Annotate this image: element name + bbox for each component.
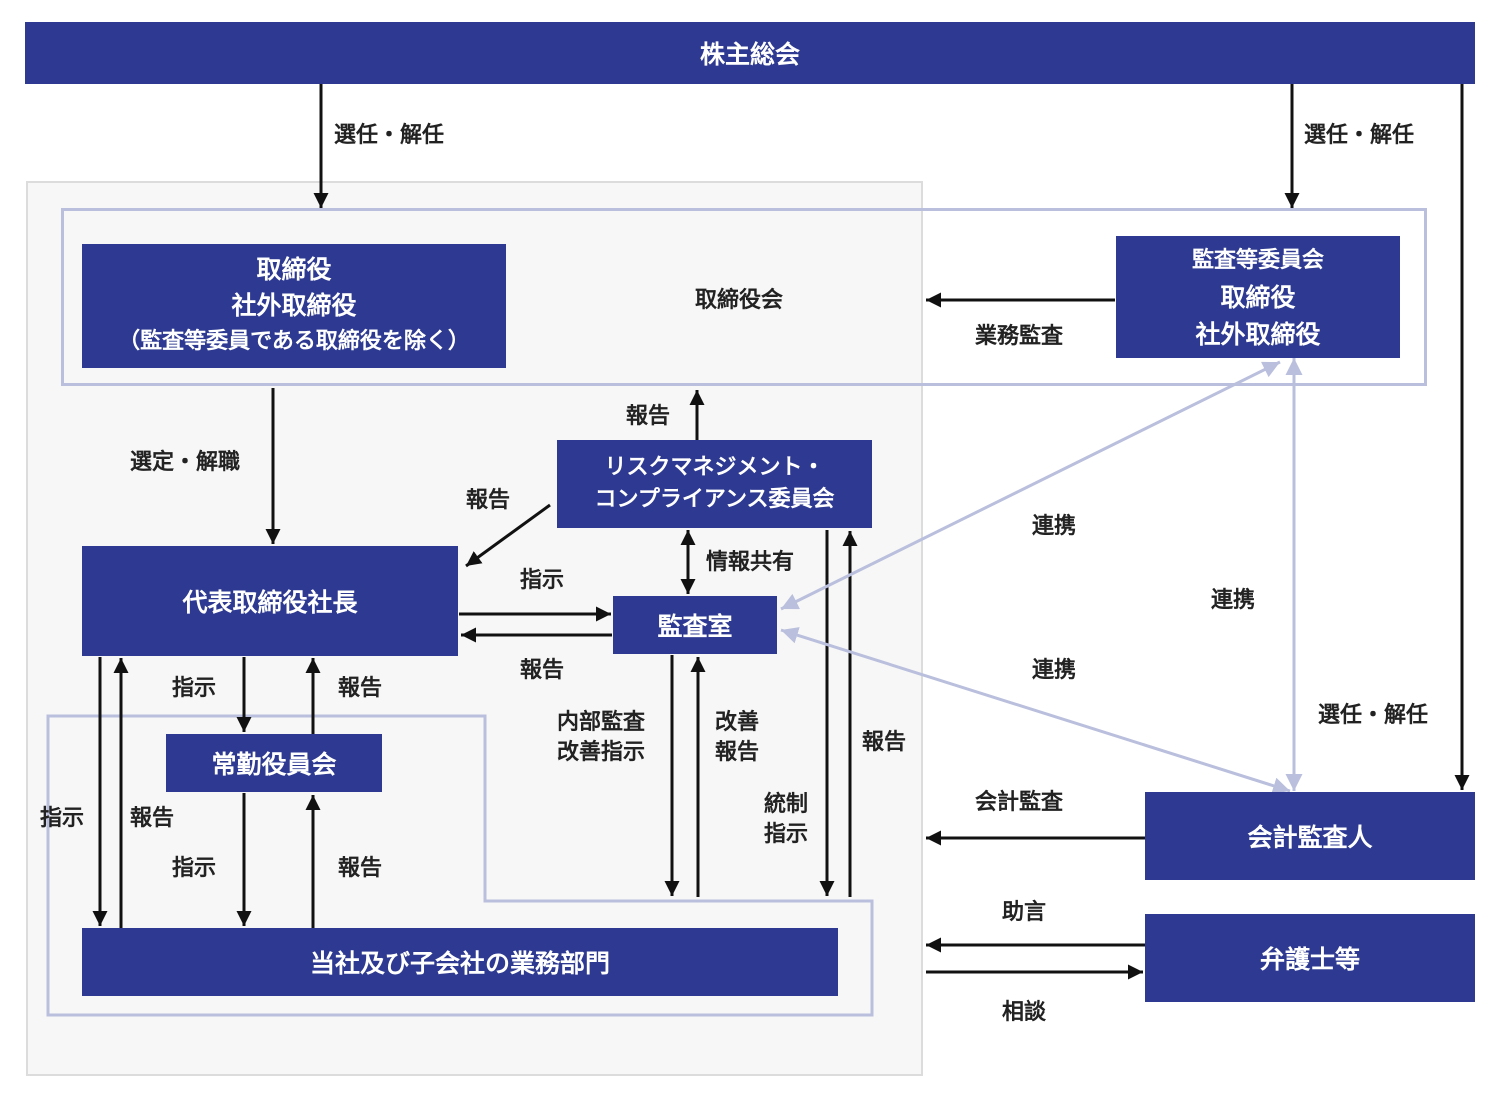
report-units-risk-label: 報告 (862, 730, 907, 755)
elect-dismiss-accounting-label: 選任・解任 (1318, 703, 1429, 728)
internal-audit-label: 内部監査 改善指示 (557, 708, 645, 768)
executive-committee-label: 常勤役員会 (211, 750, 337, 779)
arrow-cooperation-audit-office (780, 360, 1281, 611)
report-risk-president-label: 報告 (466, 488, 511, 513)
improvement-report-line-1: 改善 (715, 710, 760, 735)
directors-line-1: 取締役 (256, 255, 332, 284)
improvement-report-line-2: 報告 (715, 740, 760, 765)
report-audit-office-label: 報告 (520, 658, 565, 683)
instruct-units-label: 指示 (172, 856, 217, 881)
cooperation-accounting-office-label: 連携 (1032, 658, 1077, 683)
internal-audit-line-2: 改善指示 (557, 740, 646, 765)
report-units-label: 報告 (338, 856, 383, 881)
audit-committee-line-1: 監査等委員会 (1191, 247, 1324, 273)
lawyers-label: 弁護士等 (1259, 945, 1360, 974)
risk-committee-line-2: コンプライアンス委員会 (594, 487, 835, 512)
business-audit-label: 業務監査 (975, 324, 1064, 349)
president-box: 代表取締役社長 (82, 546, 458, 656)
shareholders-meeting-box: 株主総会 (25, 22, 1475, 84)
arrow-risk-report-president (465, 503, 551, 568)
president-label: 代表取締役社長 (182, 588, 358, 617)
executive-committee-box: 常勤役員会 (166, 734, 382, 792)
cooperation-auditor-committee-label: 連携 (1211, 588, 1256, 613)
directors-line-3: （監査等委員である取締役を除く） (118, 329, 470, 354)
board-outline (61, 208, 1427, 386)
info-sharing-label: 情報共有 (706, 550, 795, 575)
audit-office-box: 監査室 (613, 596, 777, 654)
business-units-label: 当社及び子会社の業務部門 (309, 949, 610, 978)
lawyers-box: 弁護士等 (1145, 914, 1475, 1002)
accounting-audit-label: 会計監査 (975, 790, 1064, 815)
accounting-auditor-box: 会計監査人 (1145, 792, 1475, 880)
select-dismiss-president-label: 選定・解職 (130, 450, 241, 475)
board-label: 取締役会 (695, 288, 784, 313)
audit-committee-box: 監査等委員会 取締役 社外取締役 (1116, 236, 1400, 358)
improvement-report-label: 改善 報告 (715, 708, 759, 768)
instruct-audit-office-label: 指示 (520, 568, 565, 593)
control-instruction-line-2: 指示 (764, 822, 809, 847)
directors-box: 取締役 社外取締役 （監査等委員である取締役を除く） (82, 244, 506, 368)
control-instruction-label: 統制 指示 (764, 790, 808, 850)
instruct-exec-label: 指示 (172, 676, 217, 701)
executive-outline (46, 714, 874, 1017)
report-outer-label: 報告 (130, 806, 175, 831)
internal-audit-line-1: 内部監査 (557, 710, 646, 735)
instruct-outer-label: 指示 (40, 806, 85, 831)
risk-committee-line-1: リスクマネジメント・ (604, 455, 825, 480)
control-instruction-line-1: 統制 (764, 792, 809, 817)
advice-label: 助言 (1002, 900, 1047, 925)
elect-dismiss-audit-label: 選任・解任 (1304, 123, 1415, 148)
report-exec-label: 報告 (338, 676, 383, 701)
consultation-label: 相談 (1002, 1000, 1047, 1025)
audit-committee-line-2: 取締役 (1220, 282, 1296, 312)
cooperation-audit-office-label: 連携 (1032, 514, 1077, 539)
shareholders-meeting-label: 株主総会 (699, 40, 800, 69)
report-risk-board-label: 報告 (626, 404, 671, 429)
audit-office-label: 監査室 (657, 612, 733, 641)
elect-dismiss-board-label: 選任・解任 (334, 123, 445, 148)
accounting-auditor-label: 会計監査人 (1247, 823, 1373, 852)
arrow-cooperation-accounting-office (780, 627, 1291, 794)
audit-committee-line-3: 社外取締役 (1195, 319, 1321, 349)
risk-committee-box: リスクマネジメント・ コンプライアンス委員会 (557, 440, 872, 528)
directors-line-2: 社外取締役 (231, 291, 357, 320)
business-units-box: 当社及び子会社の業務部門 (82, 928, 838, 996)
